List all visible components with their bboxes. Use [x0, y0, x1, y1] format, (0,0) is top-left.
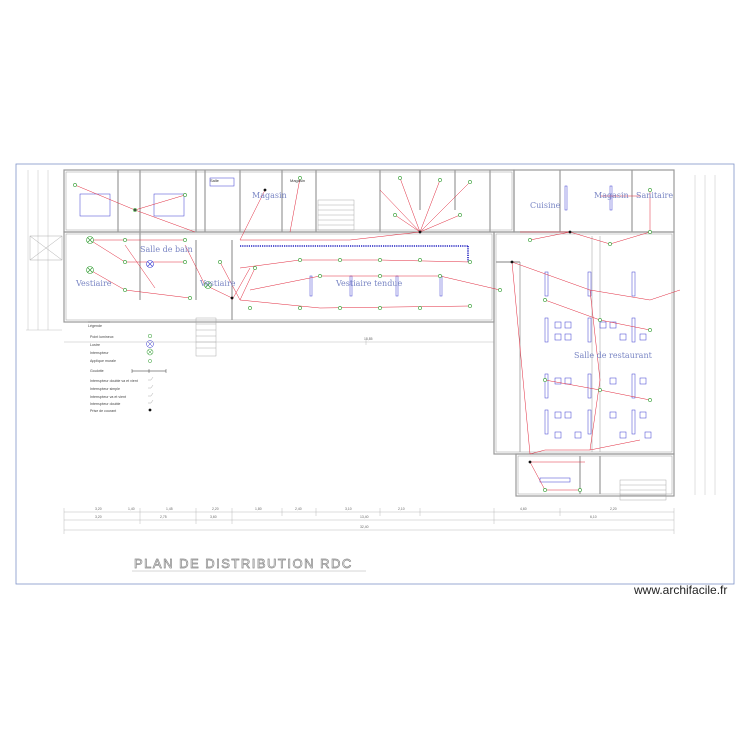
switch-symbol-icon [148, 399, 154, 404]
stairs [29, 199, 667, 501]
switch-symbol-icon [148, 376, 154, 381]
dimension-label: 3,20 [95, 515, 102, 519]
legend: Légende Point lumineux Lustre Interrupte… [88, 321, 167, 413]
left-dimension-lines [26, 170, 716, 495]
drawing-title: PLAN DE DISTRIBUTION RDC [134, 556, 353, 571]
room-label: Cuisine [530, 201, 561, 210]
room-label: Salle [210, 178, 220, 183]
light-points [73, 176, 652, 492]
wall-light-icon [148, 359, 152, 363]
room-label: Vestiaire tendue [335, 279, 402, 288]
dimension-label: 4,60 [520, 507, 527, 511]
room-label: Vestiaire [75, 279, 112, 288]
dimension-label: 2,10 [398, 507, 405, 511]
bottom-dimensions [63, 340, 675, 534]
legend-item: Interrupteur double va et vient [90, 379, 138, 383]
walls [63, 169, 675, 497]
power-outlets [134, 188, 572, 464]
electrical-wiring [74, 177, 681, 491]
furniture [79, 177, 652, 483]
room-label: Magasin [252, 191, 287, 200]
dimension-label: 32,40 [360, 525, 369, 529]
dimension-label: 2,20 [610, 507, 617, 511]
dimension-label: 6,10 [590, 515, 597, 519]
legend-item: Point lumineux [90, 335, 114, 339]
room-label: Magasin [594, 191, 629, 200]
dimension-label: 1,45 [166, 507, 173, 511]
dimension-label: 3,60 [210, 515, 217, 519]
legend-item: Lustre [90, 343, 100, 347]
room-label: Vestiaire [199, 279, 236, 288]
sheet-frame [15, 163, 735, 585]
dimension-label: 1,40 [128, 507, 135, 511]
legend-item: Interrupteur simple [90, 387, 120, 391]
switch-symbol-icon [148, 384, 154, 389]
legend-item: Applique murale [90, 359, 116, 363]
dimension-label: 1,80 [255, 507, 262, 511]
legend-item: Interrupteur [90, 351, 109, 355]
legend-header: Légende [88, 324, 102, 328]
room-label: Salle de bain [140, 245, 193, 254]
dimension-label: 2,75 [160, 515, 167, 519]
light-point-icon [147, 333, 153, 339]
room-label: Salle de restaurant [574, 351, 653, 360]
dimension-label: 2,40 [295, 507, 302, 511]
dimension-label: 13,40 [360, 515, 369, 519]
dimension-label: 18,85 [364, 337, 373, 341]
outlet-icon [148, 408, 152, 412]
legend-item: Goulotte [90, 369, 104, 373]
legend-item: Interrupteur double [90, 402, 120, 406]
dimension-label: 2,20 [212, 507, 219, 511]
dimension-label: 3,20 [95, 507, 102, 511]
legend-item: Prise de courant [90, 409, 116, 413]
room-label: Sanitaire [636, 191, 673, 200]
watermark: www.archifacile.fr [634, 583, 728, 597]
legend-item: Interrupteur va et vient [90, 395, 126, 399]
dimension-label: 3,10 [345, 507, 352, 511]
switch-symbol-icon [148, 392, 154, 397]
room-label: Magasin [290, 178, 305, 183]
